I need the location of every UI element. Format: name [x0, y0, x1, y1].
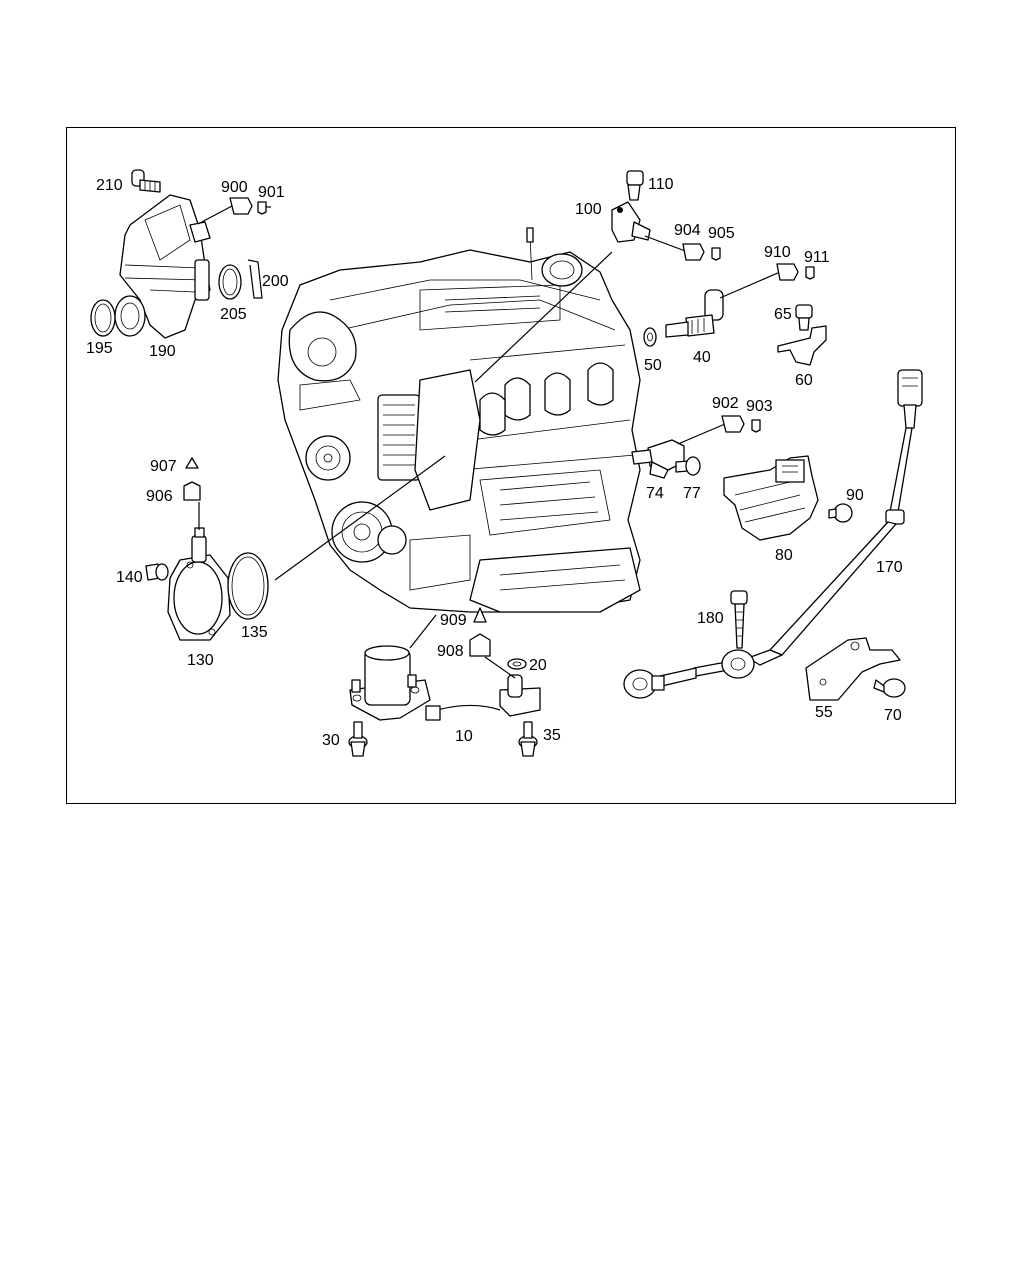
connector-910	[776, 263, 799, 281]
bolt-180	[730, 590, 748, 649]
label-900: 900	[221, 179, 248, 196]
sensor-40	[665, 289, 724, 338]
label-70: 70	[884, 707, 902, 724]
washer-50	[643, 327, 657, 347]
label-77: 77	[683, 485, 701, 502]
seal-ring-205	[218, 264, 242, 300]
label-901: 901	[258, 184, 285, 201]
bolt-65	[795, 304, 813, 331]
thermostat-housing	[119, 194, 211, 339]
bolt-35	[518, 721, 538, 757]
pump-assembly-10	[349, 645, 541, 721]
label-908: 908	[437, 643, 464, 660]
bracket-80	[723, 455, 819, 541]
label-903: 903	[746, 398, 773, 415]
label-90: 90	[846, 487, 864, 504]
label-907: 907	[150, 458, 177, 475]
label-904: 904	[674, 222, 701, 239]
connector-902	[721, 415, 745, 433]
bolt-140	[145, 563, 169, 581]
connector-900	[229, 197, 253, 215]
label-74: 74	[646, 485, 664, 502]
label-50: 50	[644, 357, 662, 374]
pin-903	[751, 419, 761, 433]
pin-911	[805, 266, 815, 280]
label-30: 30	[322, 732, 340, 749]
knock-sensor-right	[721, 649, 755, 679]
label-35: 35	[543, 727, 561, 744]
label-130: 130	[187, 652, 214, 669]
engine-assembly	[277, 227, 641, 613]
label-65: 65	[774, 306, 792, 323]
cam-sensor-100	[611, 201, 651, 243]
label-205: 205	[220, 306, 247, 323]
label-80: 80	[775, 547, 793, 564]
connector-906	[183, 481, 201, 501]
connector-904	[682, 243, 705, 261]
label-100: 100	[575, 201, 602, 218]
label-170: 170	[876, 559, 903, 576]
label-909: 909	[440, 612, 467, 629]
label-140: 140	[116, 569, 143, 586]
seal-ring-20	[507, 658, 527, 670]
bolt-110	[626, 170, 644, 201]
label-55: 55	[815, 704, 833, 721]
label-910: 910	[764, 244, 791, 261]
label-40: 40	[693, 349, 711, 366]
bracket-60	[777, 325, 827, 366]
clip-200	[247, 259, 263, 299]
label-906: 906	[146, 488, 173, 505]
diagram-frame	[66, 127, 956, 804]
screw-90	[828, 503, 853, 523]
pin-905	[711, 247, 721, 261]
seal-ring-195	[90, 299, 116, 337]
vacuum-pump-130	[167, 527, 231, 641]
label-905: 905	[708, 225, 735, 242]
flange-190-inlet	[114, 295, 146, 337]
label-60: 60	[795, 372, 813, 389]
bolt-210	[131, 169, 161, 193]
label-195: 195	[86, 340, 113, 357]
connector-908	[469, 633, 491, 657]
label-10: 10	[455, 728, 473, 745]
seal-ring-135	[227, 552, 269, 620]
label-110: 110	[648, 176, 674, 193]
pin-909	[473, 607, 487, 623]
label-210: 210	[96, 177, 123, 194]
bolt-30	[348, 721, 368, 757]
label-190: 190	[149, 343, 176, 360]
label-911: 911	[804, 249, 830, 266]
label-180: 180	[697, 610, 724, 627]
label-20: 20	[529, 657, 547, 674]
screw-77	[675, 456, 701, 476]
screw-70	[873, 678, 906, 698]
label-200: 200	[262, 273, 289, 290]
pin-901	[257, 201, 271, 215]
bracket-55	[805, 637, 901, 701]
knock-sensor-left	[623, 669, 665, 699]
label-902: 902	[712, 395, 739, 412]
pin-907	[185, 457, 199, 469]
label-135: 135	[241, 624, 268, 641]
